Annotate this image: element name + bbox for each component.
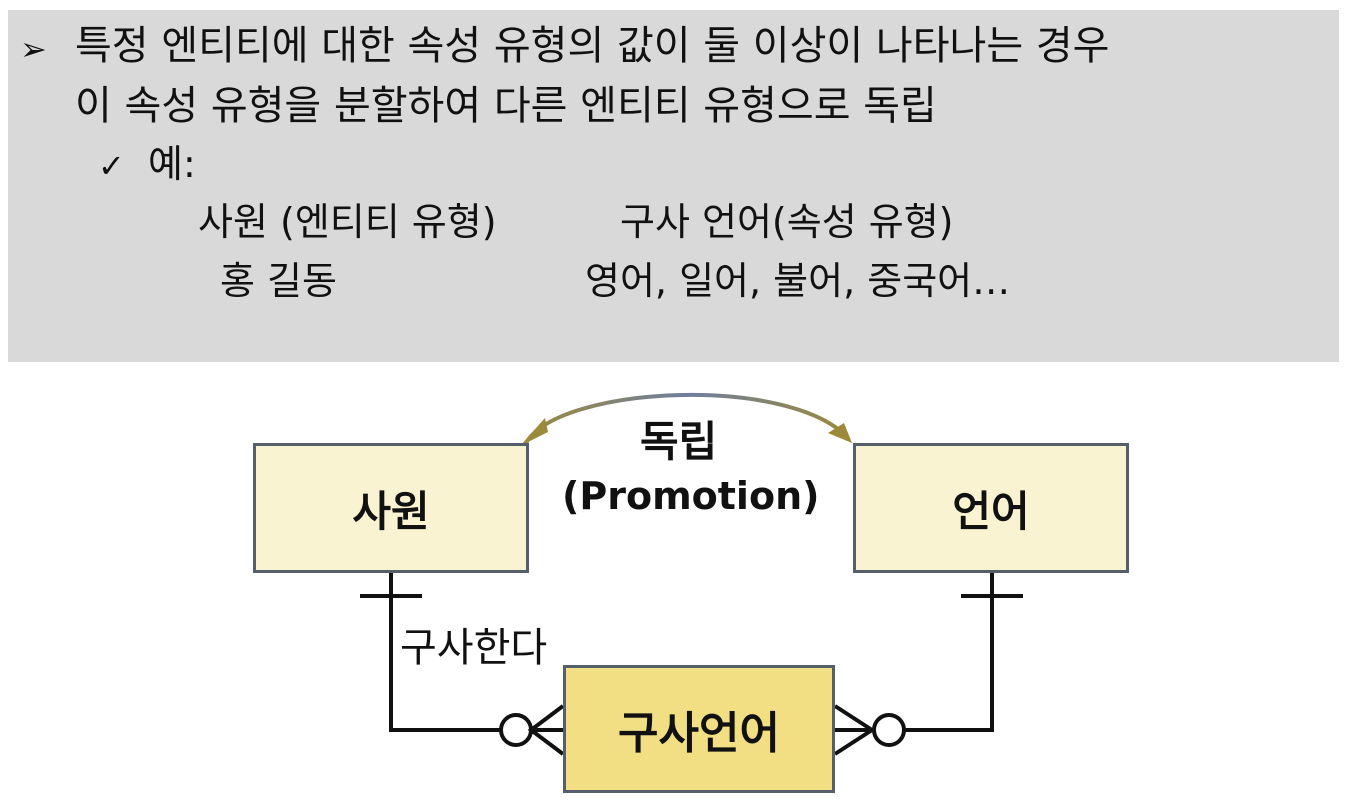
bullet-line-2: 이 속성 유형을 분할하여 다른 엔티티 유형으로 독립 <box>75 83 937 129</box>
entity-employee-label: 사원 <box>352 486 430 536</box>
arrow-bullet-icon: ➢ <box>20 30 47 68</box>
employee-zero-mark <box>499 713 533 747</box>
example-label: 예: <box>148 142 196 186</box>
entity-language-label: 언어 <box>952 486 1030 536</box>
language-zero-mark <box>872 713 906 747</box>
entity-language[interactable]: 언어 <box>853 443 1129 573</box>
example-entity-caption: 사원 (엔티티 유형) <box>198 200 497 244</box>
entity-association-label: 구사언어 <box>618 708 780 759</box>
promotion-arrow-start <box>520 418 548 446</box>
promotion-arrowhead <box>828 423 852 443</box>
checkmark-icon: ✓ <box>98 147 125 185</box>
bullet-line-1: 특정 엔티티에 대한 속성 유형의 값이 둘 이상이 나타나는 경우 <box>75 23 1110 69</box>
entity-association[interactable]: 구사언어 <box>563 665 835 793</box>
employee-relationship-line <box>389 573 500 732</box>
description-panel <box>8 10 1339 362</box>
example-attribute-values: 영어, 일어, 불어, 중국어… <box>585 259 1011 303</box>
relationship-label: 구사한다 <box>400 625 548 671</box>
example-attribute-caption: 구사 언어(속성 유형) <box>620 200 954 244</box>
language-relationship-line <box>905 573 994 732</box>
promotion-sublabel: (Promotion) <box>562 474 820 518</box>
entity-employee[interactable]: 사원 <box>253 443 529 573</box>
promotion-arrow <box>524 393 850 445</box>
promotion-label: 독립 <box>640 417 718 466</box>
example-entity-value: 홍 길동 <box>220 259 337 303</box>
